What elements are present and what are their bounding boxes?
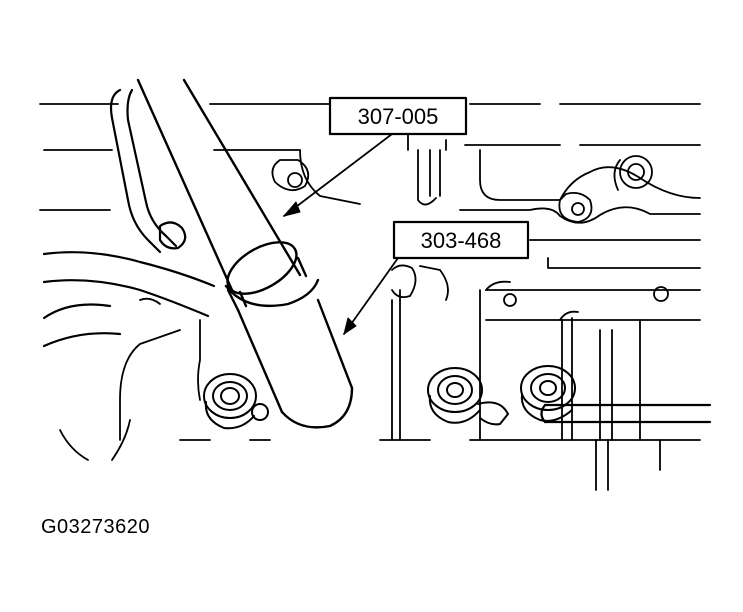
- callout-label-303-468: 303-468: [421, 228, 502, 253]
- valve-spring-left: [203, 373, 269, 430]
- valve-spring-right: [520, 365, 576, 422]
- figure-id: G03273620: [41, 516, 151, 538]
- tool-handle-307-005: [136, 78, 302, 292]
- callout-label-307-005: 307-005: [358, 104, 439, 129]
- valve-spring-center: [427, 367, 509, 426]
- hose: [42, 88, 216, 348]
- callout-307-005: 307-005: [283, 96, 468, 217]
- tool-bar: [540, 403, 712, 424]
- tool-socket-303-468: [224, 241, 354, 429]
- callout-303-468: 303-468: [343, 220, 530, 335]
